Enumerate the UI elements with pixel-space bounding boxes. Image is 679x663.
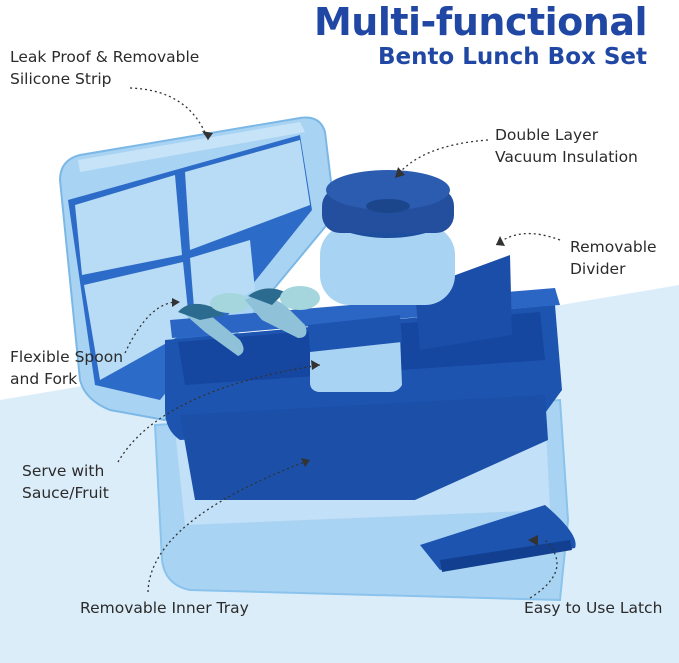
callout-leak-proof-line2: Silicone Strip xyxy=(10,70,112,88)
lid xyxy=(58,116,337,422)
callout-insulation-line1: Double Layer xyxy=(495,126,599,144)
callout-spoon-fork-line1: Flexible Spoon xyxy=(10,348,124,366)
divider-panel xyxy=(415,255,512,350)
callout-inner-tray: Removable Inner Tray xyxy=(80,599,249,617)
sauce-cup xyxy=(308,315,402,392)
page-subtitle: Bento Lunch Box Set xyxy=(377,44,647,70)
callout-arrowheads xyxy=(172,131,538,546)
callout-divider: Removable Divider xyxy=(570,236,657,280)
food-jar xyxy=(320,170,455,305)
callout-sauce-line1: Serve with xyxy=(22,462,105,480)
callout-leak-proof-line1: Leak Proof & Removable xyxy=(10,48,200,66)
callout-sauce-line2: Sauce/Fruit xyxy=(22,484,109,502)
callout-insulation: Double Layer Vacuum Insulation xyxy=(495,124,638,168)
callout-spoon-fork-line2: and Fork xyxy=(10,370,78,388)
callout-latch: Easy to Use Latch xyxy=(524,599,663,617)
callout-divider-line1: Removable xyxy=(570,238,657,256)
callout-leak-proof: Leak Proof & Removable Silicone Strip xyxy=(10,46,199,90)
spoon-and-fork xyxy=(178,286,320,356)
page-title: Multi-functional xyxy=(313,0,648,44)
callout-spoon-fork: Flexible Spoon and Fork xyxy=(10,346,123,390)
callout-insulation-line2: Vacuum Insulation xyxy=(495,148,638,166)
callout-sauce: Serve with Sauce/Fruit xyxy=(22,460,109,504)
callout-divider-line2: Divider xyxy=(570,260,626,278)
latch xyxy=(420,505,576,572)
